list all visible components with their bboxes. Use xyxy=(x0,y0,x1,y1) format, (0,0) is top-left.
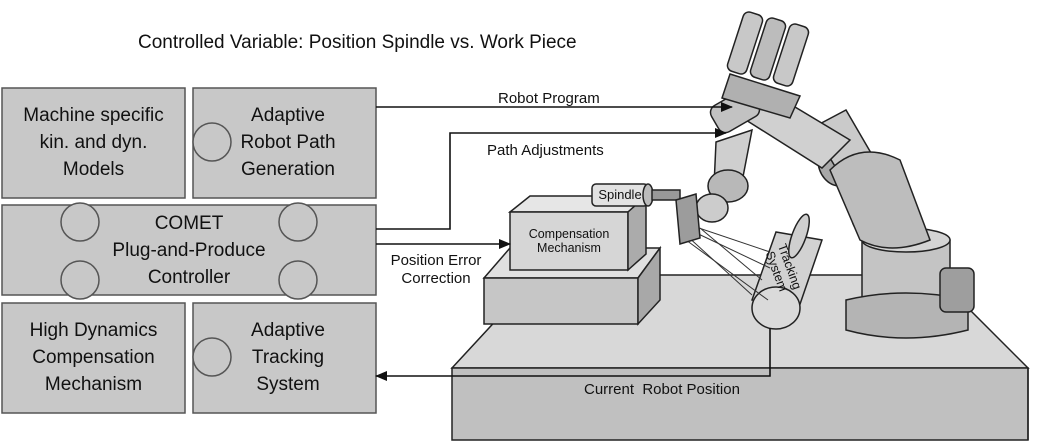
puzzle-label-top-left: Machine specific kin. and dyn. Models xyxy=(2,102,185,183)
puzzle-text: Robot Path xyxy=(240,132,336,153)
puzzle-text: Controller xyxy=(147,267,231,288)
puzzle-text: kin. and dyn. xyxy=(39,132,148,153)
puzzle-knob xyxy=(60,202,100,242)
puzzle-knob xyxy=(60,260,100,300)
label-current-position: Current Robot Position xyxy=(584,381,740,398)
label-text: Position Error xyxy=(390,252,482,269)
puzzle-text: Tracking xyxy=(251,347,325,368)
puzzle-text: Models xyxy=(62,159,125,180)
robot xyxy=(675,11,975,339)
diagram-title: Controlled Variable: Position Spindle vs… xyxy=(138,32,577,53)
label-spindle: Spindle xyxy=(598,187,642,202)
puzzle-piece-bottom-left xyxy=(1,302,186,414)
puzzle-text: Machine specific xyxy=(23,105,164,126)
puzzle-text: Compensation xyxy=(32,347,155,368)
label-compensation: Compensation Mechanism xyxy=(512,227,626,255)
spindle xyxy=(591,183,681,207)
puzzle-knobs xyxy=(60,122,318,377)
arrow-current-position xyxy=(375,328,771,381)
puzzle-text: System xyxy=(256,374,320,395)
puzzle-piece-top-left xyxy=(1,87,186,199)
puzzle-label-center: COMET Plug-and-Produce Controller xyxy=(2,210,376,291)
puzzle-label-top-right: Adaptive Robot Path Generation xyxy=(200,102,376,183)
puzzle-text: COMET xyxy=(154,213,224,234)
puzzle-knob xyxy=(192,337,232,377)
puzzle-label-bottom-left: High Dynamics Compensation Mechanism xyxy=(2,317,185,398)
puzzle-knob xyxy=(278,260,318,300)
puzzle-text: Plug-and-Produce xyxy=(112,240,266,261)
puzzle-text: Adaptive xyxy=(251,320,325,341)
arrows xyxy=(375,102,771,381)
puzzle-text: Generation xyxy=(240,159,335,180)
label-path-adjustments: Path Adjustments xyxy=(487,142,604,159)
puzzle-knob xyxy=(192,122,232,162)
puzzle-text: Mechanism xyxy=(44,374,143,395)
puzzle-label-bottom-right: Adaptive Tracking System xyxy=(200,317,376,398)
label-text: Correction xyxy=(401,270,471,287)
puzzle-text: High Dynamics xyxy=(29,320,158,341)
arrow-path-adjustments xyxy=(376,128,727,230)
label-robot-program: Robot Program xyxy=(498,90,600,107)
tracking-beams xyxy=(685,224,771,301)
puzzle-knob xyxy=(278,202,318,242)
puzzle-pieces xyxy=(1,87,377,414)
puzzle-text: Adaptive xyxy=(251,105,325,126)
label-text: Compensation xyxy=(528,227,610,241)
label-text: Mechanism xyxy=(537,241,601,255)
label-position-error: Position Error Correction xyxy=(384,252,488,288)
